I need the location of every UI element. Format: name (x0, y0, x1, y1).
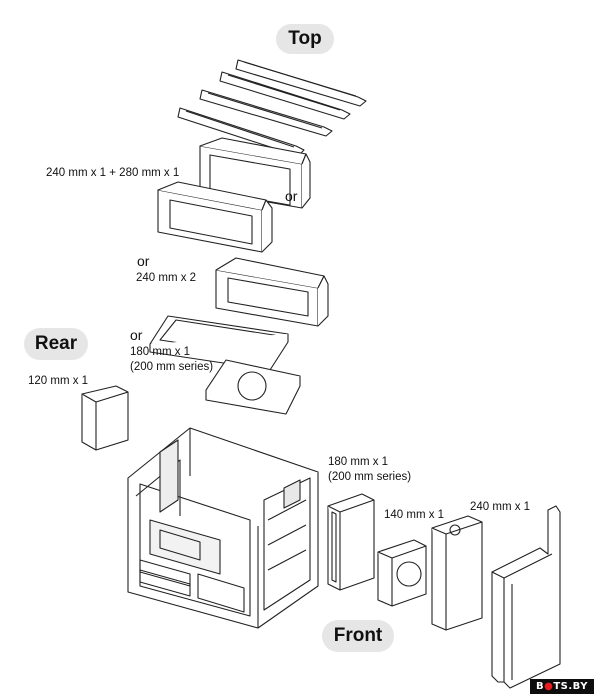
label-front-180-line2: (200 mm series) (328, 471, 412, 483)
radiator-240mm-a (157, 181, 273, 253)
watermark-prefix: B (536, 681, 545, 692)
label-top-combo: 240 mm x 1 + 280 mm x 1 (46, 167, 180, 179)
or-label-3: or (130, 327, 143, 343)
watermark-dot-icon: ● (544, 681, 554, 692)
radiator-240mm-b (215, 257, 329, 327)
or-label-1: or (285, 188, 298, 204)
label-front-240: 240 mm x 1 (470, 501, 531, 513)
radiator-120mm-rear (81, 385, 129, 451)
watermark-logo: B●TS.BY (530, 679, 594, 694)
watermark-suffix: TS.BY (553, 681, 588, 692)
section-rear-label: Rear (24, 328, 88, 360)
or-label-2: or (137, 253, 150, 269)
label-front-180-line1: 180 mm x 1 (328, 456, 389, 468)
chassis (127, 427, 319, 629)
label-top-240x2: 240 mm x 2 (136, 272, 197, 284)
label-front-140: 140 mm x 1 (384, 509, 445, 521)
top-mounting-rails (177, 59, 367, 157)
radiator-140mm-front (377, 539, 427, 607)
radiator-180mm-front (327, 493, 375, 591)
radiator-180mm-top (205, 359, 301, 415)
section-front-label: Front (322, 620, 394, 652)
front-panel (491, 505, 561, 689)
label-top-180-line1: 180 mm x 1 (130, 346, 191, 358)
label-rear-120: 120 mm x 1 (28, 375, 89, 387)
label-top-180-line2: (200 mm series) (130, 361, 214, 373)
section-top-label: Top (276, 24, 334, 54)
radiator-240mm-front (431, 515, 483, 631)
